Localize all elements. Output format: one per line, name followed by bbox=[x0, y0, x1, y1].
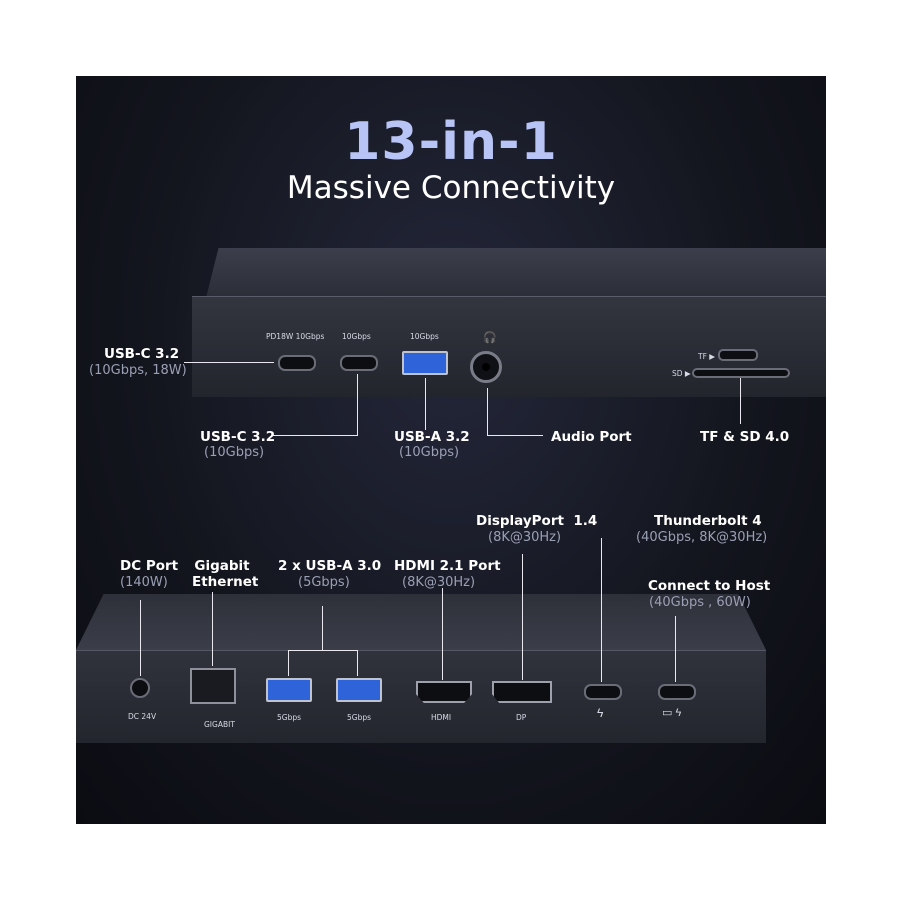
connector-line bbox=[601, 538, 602, 682]
laptop-thunderbolt-icon: ▭ ϟ bbox=[662, 707, 682, 719]
connector-line bbox=[272, 435, 358, 436]
usbc-marking: 10Gbps bbox=[342, 332, 371, 341]
dp-marking: DP bbox=[516, 713, 527, 722]
audio-jack bbox=[470, 351, 502, 383]
callout-displayport-detail: (8K@30Hz) bbox=[488, 530, 562, 545]
usba-port-2 bbox=[336, 678, 382, 702]
dc-port bbox=[130, 678, 150, 698]
callout-ethernet: Gigabit Ethernet bbox=[192, 558, 259, 590]
usbc-port bbox=[340, 355, 378, 371]
connector-line bbox=[212, 592, 213, 666]
dock-front-view bbox=[192, 248, 826, 403]
callout-dc: DC Port bbox=[120, 558, 179, 574]
dock-rear-view bbox=[76, 594, 766, 744]
connector-line bbox=[675, 616, 676, 682]
usba-marking: 10Gbps bbox=[410, 332, 439, 341]
eth-marking: GIGABIT bbox=[204, 720, 235, 729]
usba1-marking: 5Gbps bbox=[277, 713, 302, 722]
connector-line bbox=[288, 650, 358, 651]
usba-port bbox=[402, 351, 448, 375]
connector-line bbox=[442, 588, 443, 680]
displayport-port bbox=[492, 681, 552, 703]
callout-usba-detail: (10Gbps) bbox=[399, 445, 460, 460]
connector-line bbox=[487, 388, 488, 436]
ethernet-port bbox=[190, 668, 236, 704]
usbc-port-pd bbox=[278, 355, 316, 371]
callout-hdmi-detail: (8K@30Hz) bbox=[402, 575, 476, 590]
sd-slot bbox=[692, 368, 790, 378]
thunderbolt-icon: ϟ bbox=[597, 706, 604, 720]
callout-host: Connect to Host bbox=[648, 578, 771, 594]
callout-usbc-detail: (10Gbps) bbox=[204, 445, 265, 460]
sd-marking: SD ▶ bbox=[672, 369, 691, 378]
callout-usba: USB-A 3.2 bbox=[394, 429, 470, 445]
callout-usbc-pd: USB-C 3.2 bbox=[104, 346, 180, 362]
connector-line bbox=[322, 606, 323, 650]
connector-line bbox=[425, 378, 426, 430]
connector-line bbox=[357, 650, 358, 676]
dock-rear-lid bbox=[76, 594, 766, 650]
callout-dc-detail: (140W) bbox=[120, 575, 168, 590]
callout-usbc: USB-C 3.2 bbox=[200, 429, 276, 445]
headphone-icon: 🎧 bbox=[483, 331, 497, 344]
headline: 13-in-1 bbox=[344, 112, 558, 172]
connector-line bbox=[357, 374, 358, 436]
callout-thunderbolt: Thunderbolt 4 bbox=[654, 513, 762, 529]
tf-marking: TF ▶ bbox=[698, 352, 716, 361]
callout-usbc-pd-detail: (10Gbps, 18W) bbox=[89, 363, 187, 378]
usba2-marking: 5Gbps bbox=[347, 713, 372, 722]
connector-line bbox=[140, 600, 141, 676]
connector-line bbox=[740, 378, 741, 424]
callout-hdmi: HDMI 2.1 Port bbox=[394, 558, 501, 574]
connector-line bbox=[184, 362, 274, 363]
callout-usba-pair: 2 x USB-A 3.0 bbox=[278, 558, 382, 574]
dock-front-face bbox=[192, 296, 826, 397]
subheadline: Massive Connectivity bbox=[286, 170, 616, 206]
usba-port-1 bbox=[266, 678, 312, 702]
callout-host-detail: (40Gbps , 60W) bbox=[649, 595, 751, 610]
callout-usba-pair-detail: (5Gbps) bbox=[298, 575, 350, 590]
dc-marking: DC 24V bbox=[128, 712, 157, 721]
callout-thunderbolt-detail: (40Gbps, 8K@30Hz) bbox=[636, 530, 768, 545]
host-port bbox=[658, 684, 696, 700]
dock-top-lid bbox=[206, 248, 826, 298]
callout-audio: Audio Port bbox=[551, 429, 632, 445]
thunderbolt-port bbox=[584, 684, 622, 700]
hdmi-marking: HDMI bbox=[431, 713, 452, 722]
connector-line bbox=[288, 650, 289, 676]
connector-line bbox=[487, 435, 543, 436]
connector-line bbox=[522, 554, 523, 680]
product-image: 13-in-1 Massive Connectivity PD18W 10Gbp… bbox=[76, 76, 826, 824]
pd-marking: PD18W 10Gbps bbox=[266, 332, 325, 341]
callout-card-reader: TF & SD 4.0 bbox=[700, 429, 790, 445]
callout-displayport: DisplayPort 1.4 bbox=[476, 513, 598, 529]
hdmi-port bbox=[416, 681, 472, 703]
tf-slot bbox=[718, 349, 758, 361]
